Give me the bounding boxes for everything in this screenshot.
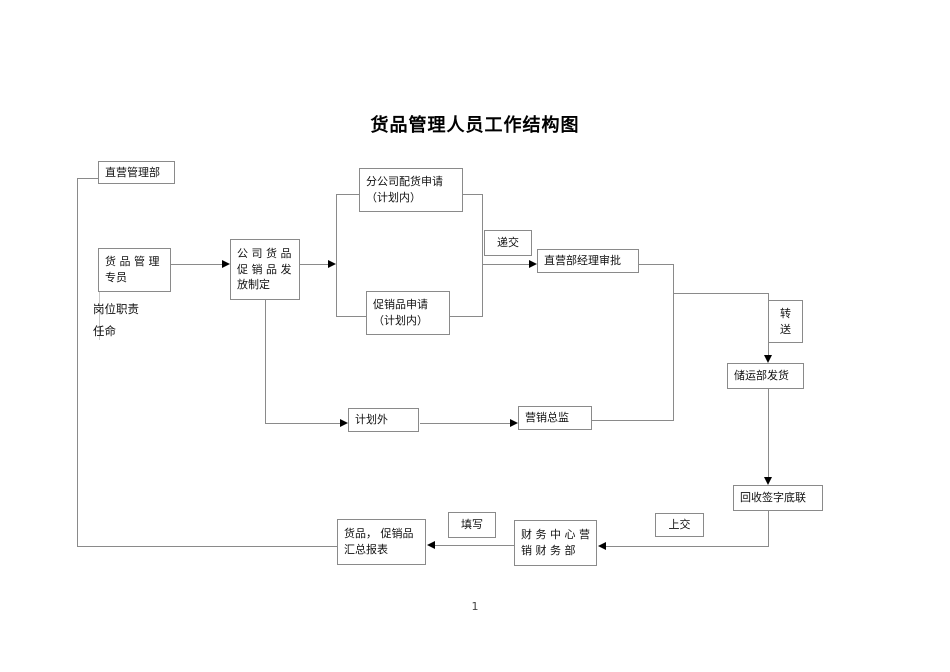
node-goods-promo-summary-report: 货品， 促销品 汇总报表: [337, 519, 426, 565]
node-marketing-director: 营销总监: [518, 406, 592, 430]
arrow-right-icon: [340, 419, 348, 427]
node-forward-label: 转 送: [768, 300, 803, 343]
node-collect-signed-copy: 回收签字底联: [733, 485, 823, 511]
arrow-right-icon: [222, 260, 230, 268]
page-title: 货品管理人员工作结构图: [370, 115, 580, 136]
connector-collect-down: [768, 511, 769, 547]
connector-director-to-merge: [592, 420, 674, 421]
node-fill-in-label: 填写: [448, 512, 496, 538]
label-job-duty: 岗位职责: [93, 302, 139, 316]
arrow-right-icon: [328, 260, 336, 268]
arrow-left-icon: [598, 542, 606, 550]
connector-feedback-up: [77, 178, 78, 547]
arrow-down-icon: [764, 355, 772, 363]
connector-outofplan-to-director: [420, 423, 510, 424]
arrow-left-icon: [427, 541, 435, 549]
connector-report-to-feedback: [77, 546, 337, 547]
node-company-goods-policy: 公 司 货 品 促 销 品 发 放制定: [230, 239, 300, 300]
connector-specialist-stub: [99, 292, 100, 340]
connector-policy-down: [265, 300, 266, 423]
connector-policy-to-group: [300, 264, 329, 265]
node-direct-mgmt-dept: 直营管理部: [98, 161, 175, 184]
arrow-right-icon: [529, 260, 537, 268]
node-branch-allocation-request: 分公司配货申请 （计划内）: [359, 168, 463, 212]
connector-shipping-to-collect: [768, 389, 769, 478]
connector-group-to-approval: [483, 264, 530, 265]
node-submit-label: 递交: [484, 230, 532, 256]
connector-finance-to-report: [435, 545, 514, 546]
node-hand-in-label: 上交: [655, 513, 704, 537]
connector-handin-to-finance: [606, 546, 768, 547]
page-number: 1: [471, 600, 479, 613]
connector-feedback-into-direct-mgmt: [77, 178, 99, 179]
arrow-down-icon: [764, 477, 772, 485]
connector-specialist-to-policy: [171, 264, 224, 265]
node-direct-dept-manager-approval: 直营部经理审批: [537, 249, 639, 273]
arrow-right-icon: [510, 419, 518, 427]
node-goods-mgmt-specialist: 货 品 管 理 专员: [98, 248, 171, 292]
connector-to-forward: [673, 293, 768, 294]
connector-approval-out: [639, 264, 674, 265]
label-appointment: 任命: [93, 324, 116, 338]
node-promo-goods-request: 促销品申请 （计划内）: [366, 291, 450, 335]
connector-to-out-of-plan: [265, 423, 340, 424]
node-out-of-plan: 计划外: [348, 408, 419, 432]
node-storage-dept-shipping: 储运部发货: [727, 363, 804, 389]
node-finance-center: 财 务 中 心 营 销 财 务 部: [514, 520, 597, 566]
connector-merge-vertical: [673, 264, 674, 421]
